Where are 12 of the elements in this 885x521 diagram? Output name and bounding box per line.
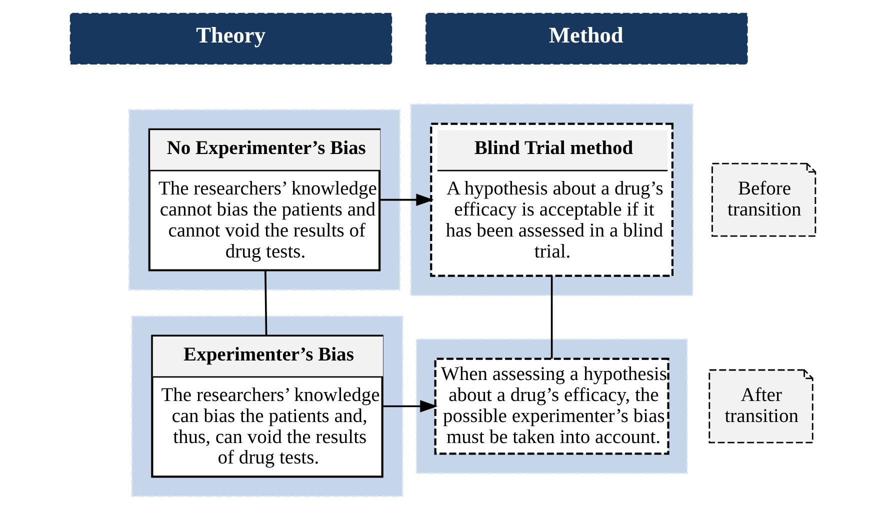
arrow — [380, 194, 434, 206]
node-box: Theory — [69, 12, 392, 65]
node-box: Blind Trial method A hypothesis about a drug’s efficacy is acceptable if it has been assessed in a blind trial. — [430, 122, 673, 277]
connector — [550, 276, 552, 359]
connector — [264, 270, 267, 336]
node-box: When assessing a hypothesis about a drug’s efficacy, the possible experimenter’s bias must be taken into account. — [434, 358, 669, 455]
cluster — [128, 109, 400, 290]
cluster — [130, 316, 403, 497]
cluster — [410, 104, 693, 296]
arrow — [382, 400, 438, 412]
node-box: Method — [425, 12, 748, 65]
cluster — [415, 338, 688, 474]
